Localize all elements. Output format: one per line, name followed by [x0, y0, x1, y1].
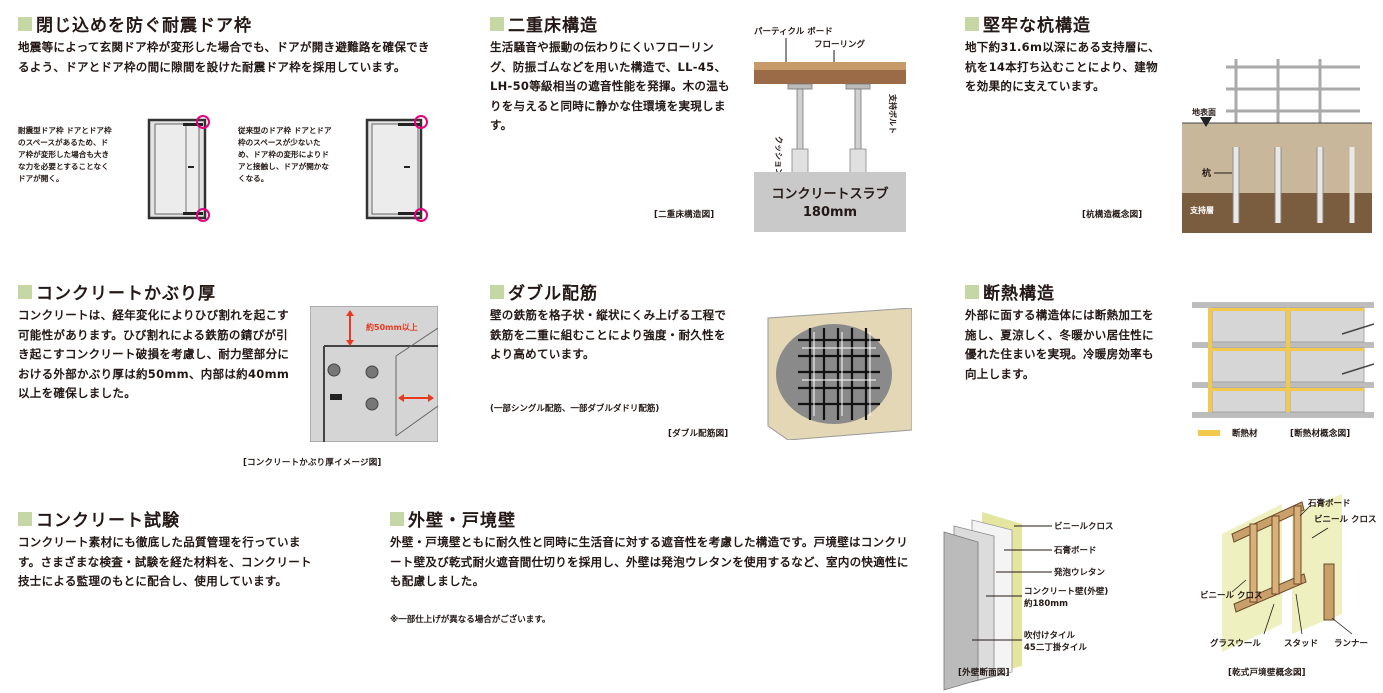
heading-seismic-door-frame: 閉じ込めを防ぐ耐震ドア枠: [18, 11, 252, 36]
pile-structure-diagram: 地表面 杭 支持層: [1182, 59, 1372, 233]
dry-partition-wall-diagram: 石膏ボード ビニール クロス ビニール クロス グラスウール スタッド ランナー: [1200, 494, 1376, 652]
concrete-cover-diagram: 約50mm以上: [310, 306, 438, 442]
heading-text: 堅牢な杭構造: [983, 16, 1091, 36]
heading-square-marker: [18, 511, 32, 526]
heading-double-floor: 二重床構造: [490, 11, 598, 36]
double-floor-text: 生活騒音や振動の伝わりにくいフローリング、防振ゴムなどを用いた構造で、LL-45…: [490, 40, 730, 132]
heading-text: コンクリート試験: [36, 511, 180, 531]
pile-structure-text: 地下約31.6m以深にある支持層に、杭を14本打ち込むことにより、建物を効果的に…: [965, 40, 1160, 93]
heading-square-marker: [490, 16, 504, 31]
label-concrete-thickness: 約180mm: [1024, 598, 1068, 609]
seismic-door-text: 地震等によって玄関ドア枠が変形した場合でも、ドアが開き避難路を確保できるよう、ド…: [18, 40, 430, 74]
double-floor-caption: [二重床構造図]: [654, 210, 715, 220]
insulation-caption: [断熱材概念図]: [1290, 429, 1351, 439]
concrete-test-text: コンクリート素材にも徹底した品質管理を行っています。さまざまな検査・試験を経た材…: [18, 535, 312, 588]
door-panel: [154, 123, 200, 215]
wall-cutaway: [776, 324, 892, 424]
label-spray-tile: 吹付けタイル: [1024, 630, 1076, 641]
label-cover-50mm: 約50mm以上: [366, 322, 418, 332]
heading-text: 断熱構造: [983, 284, 1055, 304]
exterior-wall-text: 外壁・戸境壁ともに耐久性と同時に生活音に対する遮音性を考慮した構造です。戸境壁は…: [390, 535, 909, 588]
label-bearing-layer: 支持層: [1189, 205, 1214, 215]
gap-marker-top: [196, 115, 210, 129]
label-gypsum-board: 石膏ボード: [1053, 545, 1097, 556]
double-reinforcement-caption: [ダブル配筋図]: [668, 429, 729, 439]
heading-square-marker: [490, 284, 504, 299]
exterior-wall-note: ※一部仕上げが異なる場合がございます。: [390, 615, 551, 625]
label-partition-vinyl-cloth-right: ビニール クロス: [1314, 514, 1376, 525]
label-ground-surface: 地表面: [1192, 107, 1216, 117]
heading-square-marker: [965, 16, 979, 31]
heading-concrete-test: コンクリート試験: [18, 506, 180, 531]
heading-text: 外壁・戸境壁: [408, 511, 516, 531]
double-reinforcement-note: (一部シングル配筋、一部ダブルダドリ配筋): [490, 404, 660, 414]
label-partition-gypsum-board: 石膏ボード: [1307, 498, 1351, 509]
label-partition-vinyl-cloth-left: ビニール クロス: [1200, 590, 1262, 601]
heading-exterior-partition-wall: 外壁・戸境壁: [390, 506, 516, 531]
double-floor-diagram: パーティクル ボード フローリング クッションゴム 支持ボルト コンクリートスラ…: [754, 26, 906, 232]
heading-text: コンクリートかぶり厚: [36, 284, 216, 304]
concrete-slab: [754, 172, 906, 232]
label-glass-wool: グラスウール: [1210, 638, 1261, 649]
concrete-cover-caption: [コンクリートかぶり厚イメージ図]: [243, 458, 382, 468]
heading-square-marker: [18, 16, 32, 31]
heading-square-marker: [390, 511, 404, 526]
exterior-wall-section-diagram: ビニールクロス 石膏ボード 発泡ウレタン コンクリート壁(外壁) 約180mm …: [943, 512, 1114, 691]
insulation-diagram: [1192, 302, 1374, 418]
label-vinyl-cloth: ビニールクロス: [1054, 521, 1114, 532]
insulation-legend-label: 断熱材: [1232, 429, 1258, 439]
seismic-door-diagram: [147, 115, 210, 222]
label-slab-thickness: 180mm: [803, 205, 857, 220]
heading-concrete-cover: コンクリートかぶり厚: [18, 279, 216, 304]
heading-text: ダブル配筋: [508, 284, 598, 304]
flooring-layer: [754, 62, 906, 70]
label-urethane: 発泡ウレタン: [1053, 567, 1106, 578]
seismic-door-left-text: 耐震型ドア枠 ドアとドア枠のスペースがあるため、ドア枠が変形した場合も大きな力を…: [18, 126, 112, 183]
concrete-cover-text: コンクリートは、経年変化によりひび割れを起こす可能性があります。ひび割れによる鉄…: [18, 308, 290, 400]
heading-double-reinforcement: ダブル配筋: [490, 279, 598, 304]
heading-square-marker: [18, 284, 32, 299]
heading-text: 二重床構造: [508, 16, 598, 36]
pile-structure-caption: [杭構造概念図]: [1082, 210, 1143, 220]
contact-marker-bottom: [414, 208, 428, 222]
label-stud: スタッド: [1284, 638, 1318, 649]
label-concrete-slab: コンクリートスラブ: [771, 186, 888, 202]
heading-pile-structure: 堅牢な杭構造: [965, 11, 1091, 36]
heading-square-marker: [965, 284, 979, 299]
board-layer: [754, 70, 906, 84]
door-panel: [371, 123, 419, 215]
insulation-text: 外部に面する構造体には断熱加工を施し、夏涼しく、冬暖かい居住性に優れた住まいを実…: [965, 308, 1154, 381]
heading-text: 閉じ込めを防ぐ耐震ドア枠: [36, 16, 252, 36]
label-45-tile: 45二丁掛タイル: [1024, 642, 1087, 653]
label-cushion-rubber: クッションゴム: [774, 136, 784, 192]
contact-marker-top: [414, 115, 428, 129]
label-pile: 杭: [1202, 167, 1211, 179]
double-reinforcement-text: 壁の鉄筋を格子状・縦状にくみ上げる工程で鉄筋を二重に組むことにより強度・耐久性を…: [490, 308, 727, 361]
heading-insulation: 断熱構造: [965, 279, 1055, 304]
conventional-door-right-text: 従来型のドア枠 ドアとドア枠のスペースが少ないため、ドア枠の変形によりドアと接触…: [238, 126, 332, 183]
insulation-legend-swatch: [1198, 430, 1220, 436]
gap-marker-bottom: [196, 208, 210, 222]
label-support-bolt: 支持ボルト: [888, 93, 898, 134]
label-concrete-wall: コンクリート壁(外壁): [1024, 586, 1108, 597]
label-particle-board: パーティクル ボード: [754, 26, 833, 37]
dry-partition-wall-caption: [乾式戸境壁概念図]: [1228, 668, 1306, 678]
label-runner: ランナー: [1334, 639, 1368, 649]
exterior-wall-caption: [外壁断面図]: [958, 668, 1010, 678]
label-flooring: フローリング: [814, 39, 866, 50]
double-reinforcement-diagram: [767, 308, 912, 440]
conventional-door-diagram: [365, 115, 428, 222]
